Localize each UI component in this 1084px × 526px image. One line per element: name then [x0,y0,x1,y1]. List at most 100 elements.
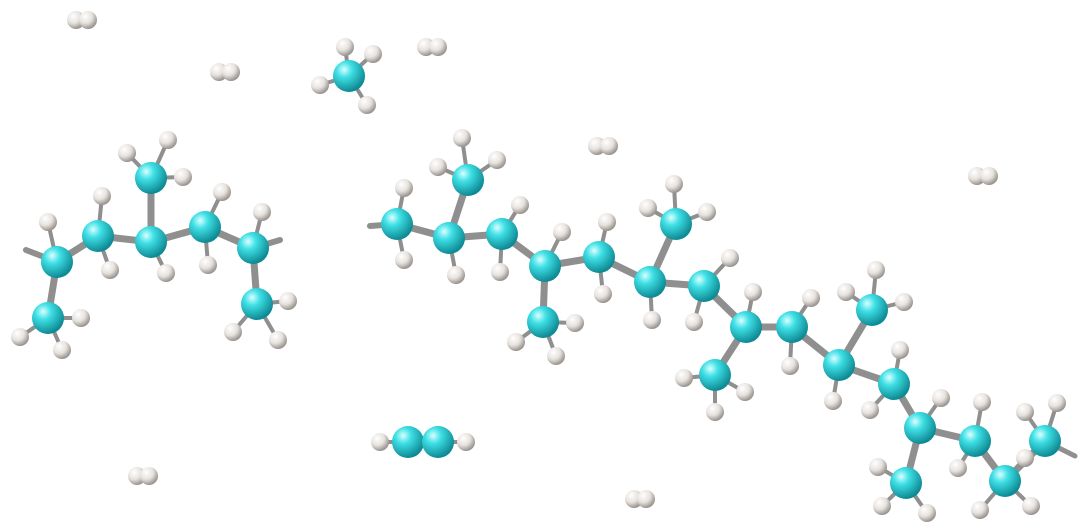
carbon-atom [135,162,167,194]
hydrogen-atom [453,129,471,147]
carbon-atom [82,220,114,252]
hydrogen-atom [706,403,724,421]
hydrogen-atom [457,433,475,451]
hydrogen-atom [395,179,413,197]
hydrogen-atom [1016,449,1034,467]
hydrogen-atom [643,311,661,329]
carbon-atom [878,368,910,400]
hydrogen-atom [736,383,754,401]
carbon-atom [452,164,484,196]
hydrogen-atom [869,458,887,476]
hydrogen-atom [873,497,891,515]
hydrogen-atom [867,261,885,279]
hydrogen-atom [79,11,97,29]
hydrogen-atom [895,293,913,311]
carbon-atom [688,270,720,302]
carbon-atom [904,412,936,444]
hydrogen-atom [358,96,376,114]
carbon-atom [529,250,561,282]
atom-layer [11,11,1066,522]
hydrogen-atom [744,283,762,301]
hydrogen-atom [824,392,842,410]
carbon-atom [959,425,991,457]
hydrogen-atom [1016,403,1034,421]
hydrogen-atom [861,401,879,419]
hydrogen-atom [973,393,991,411]
hydrogen-atom [598,213,616,231]
hydrogen-atom [837,283,855,301]
carbon-atom [730,311,762,343]
hydrogen-atom [639,199,657,217]
hydrogen-atom [721,249,739,267]
hydrogen-atom [802,289,820,307]
carbon-atom [989,465,1021,497]
hydrogen-atom [118,144,136,162]
hydrogen-atom [253,203,271,221]
carbon-atom [660,208,692,240]
hydrogen-atom [395,251,413,269]
carbon-atom [241,288,273,320]
hydrogen-atom [507,333,525,351]
carbon-atom [856,294,888,326]
hydrogen-atom [429,38,447,56]
hydrogen-atom [553,223,571,241]
hydrogen-atom [447,266,465,284]
hydrogen-atom [600,137,618,155]
carbon-atom [135,226,167,258]
hydrogen-atom [1048,394,1066,412]
hydrogen-atom [932,389,950,407]
carbon-atom [823,349,855,381]
hydrogen-atom [698,203,716,221]
carbon-atom [392,426,424,458]
hydrogen-atom [918,504,936,522]
hydrogen-atom [53,341,71,359]
carbon-atom [41,246,73,278]
hydrogen-atom [1022,497,1040,515]
hydrogen-atom [665,175,683,193]
hydrogen-atom [72,309,90,327]
hydrogen-atom [39,213,57,231]
carbon-atom [381,208,413,240]
hydrogen-atom [980,167,998,185]
carbon-atom [189,211,221,243]
carbon-atom [527,306,559,338]
carbon-atom [890,467,922,499]
hydrogen-atom [547,347,565,365]
hydrogen-atom [174,168,192,186]
carbon-atom [422,426,454,458]
hydrogen-atom [157,264,175,282]
carbon-atom [699,359,731,391]
carbon-atom [776,311,808,343]
carbon-atom [634,266,666,298]
carbon-atom [237,232,269,264]
carbon-atom [333,60,365,92]
carbon-atom [433,222,465,254]
hydrogen-atom [488,151,506,169]
hydrogen-atom [213,183,231,201]
hydrogen-atom [637,490,655,508]
hydrogen-atom [511,196,529,214]
hydrogen-atom [101,261,119,279]
hydrogen-atom [371,433,389,451]
carbon-atom [486,218,518,250]
hydrogen-atom [11,328,29,346]
hydrogen-atom [222,63,240,81]
hydrogen-atom [199,256,217,274]
hydrogen-atom [224,323,242,341]
hydrogen-atom [685,313,703,331]
hydrogen-atom [93,187,111,205]
hydrogen-atom [491,263,509,281]
hydrogen-atom [279,292,297,310]
hydrogen-atom [429,158,447,176]
hydrogen-atom [311,76,329,94]
hydrogen-atom [675,369,693,387]
hydrogen-atom [140,467,158,485]
carbon-atom [1029,425,1061,457]
hydrogen-atom [781,357,799,375]
hydrogen-atom [971,501,989,519]
hydrogen-atom [269,331,287,349]
hydrogen-atom [566,314,584,332]
hydrogen-atom [336,38,354,56]
carbon-atom [583,241,615,273]
